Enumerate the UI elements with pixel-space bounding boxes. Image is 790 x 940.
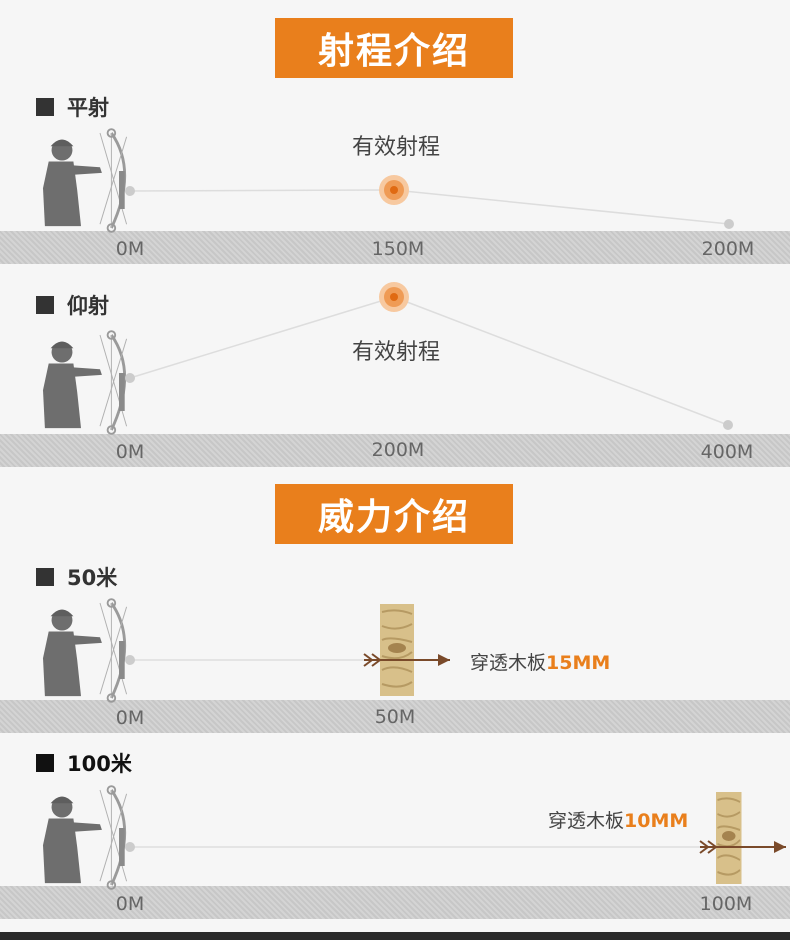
d100-penetration-text: 穿透木板10MM bbox=[548, 806, 688, 833]
d50-penetration-value: 15MM bbox=[546, 652, 611, 674]
distance-100-heading: 100米 bbox=[36, 748, 132, 778]
d50-tick-1: 50M bbox=[374, 706, 416, 728]
d50-penetration-text: 穿透木板15MM bbox=[470, 648, 610, 675]
d100-penetration-value: 10MM bbox=[624, 810, 689, 832]
flat-tick-0: 0M bbox=[115, 238, 145, 260]
d50-arrow-icon bbox=[363, 653, 450, 667]
elevated-archer-icon bbox=[41, 329, 129, 436]
bottom-edge-bar bbox=[0, 932, 790, 940]
d100-tick-0: 0M bbox=[115, 893, 145, 915]
d100-arrow-icon bbox=[699, 840, 786, 854]
flat-shot-heading-text: 平射 bbox=[67, 96, 109, 120]
d50-archer-icon bbox=[41, 597, 129, 704]
power-section-title: 威力介绍 bbox=[275, 484, 513, 544]
d100-archer-icon bbox=[41, 784, 129, 891]
distance-50-heading-text: 50米 bbox=[67, 566, 118, 590]
flat-archer-icon bbox=[41, 127, 129, 234]
d50-ground-band bbox=[0, 700, 790, 733]
bullet-square bbox=[36, 568, 54, 586]
distance-50-heading: 50米 bbox=[36, 562, 117, 592]
d100-ground-band bbox=[0, 886, 790, 919]
bullet-square bbox=[36, 98, 54, 116]
flat-tick-2: 200M bbox=[701, 238, 755, 260]
elevated-shot-heading: 仰射 bbox=[36, 290, 109, 320]
range-section-title: 射程介绍 bbox=[275, 18, 513, 78]
bullet-square bbox=[36, 296, 54, 314]
flat-tick-1: 150M bbox=[371, 238, 425, 260]
d100-wood-board-icon bbox=[715, 791, 743, 885]
distance-100-heading-text: 100米 bbox=[67, 752, 132, 776]
d50-wood-board-icon bbox=[379, 603, 415, 697]
d100-tick-1: 100M bbox=[699, 893, 753, 915]
flat-shot-heading: 平射 bbox=[36, 92, 109, 122]
bullet-square bbox=[36, 754, 54, 772]
flat-target-marker-icon bbox=[379, 175, 409, 205]
elevated-ground-band bbox=[0, 434, 790, 467]
d50-tick-0: 0M bbox=[115, 707, 145, 729]
elevated-tick-1: 200M bbox=[371, 439, 425, 461]
elevated-shot-heading-text: 仰射 bbox=[67, 294, 109, 318]
d100-penetration-prefix: 穿透木板 bbox=[548, 810, 625, 832]
elevated-target-marker-icon bbox=[379, 282, 409, 312]
elevated-tick-0: 0M bbox=[115, 441, 145, 463]
flat-ground-band bbox=[0, 231, 790, 264]
d50-penetration-prefix: 穿透木板 bbox=[470, 652, 547, 674]
flat-effective-range-label: 有效射程 bbox=[351, 135, 441, 160]
elevated-tick-2: 400M bbox=[700, 441, 754, 463]
elevated-effective-range-label: 有效射程 bbox=[351, 340, 441, 365]
